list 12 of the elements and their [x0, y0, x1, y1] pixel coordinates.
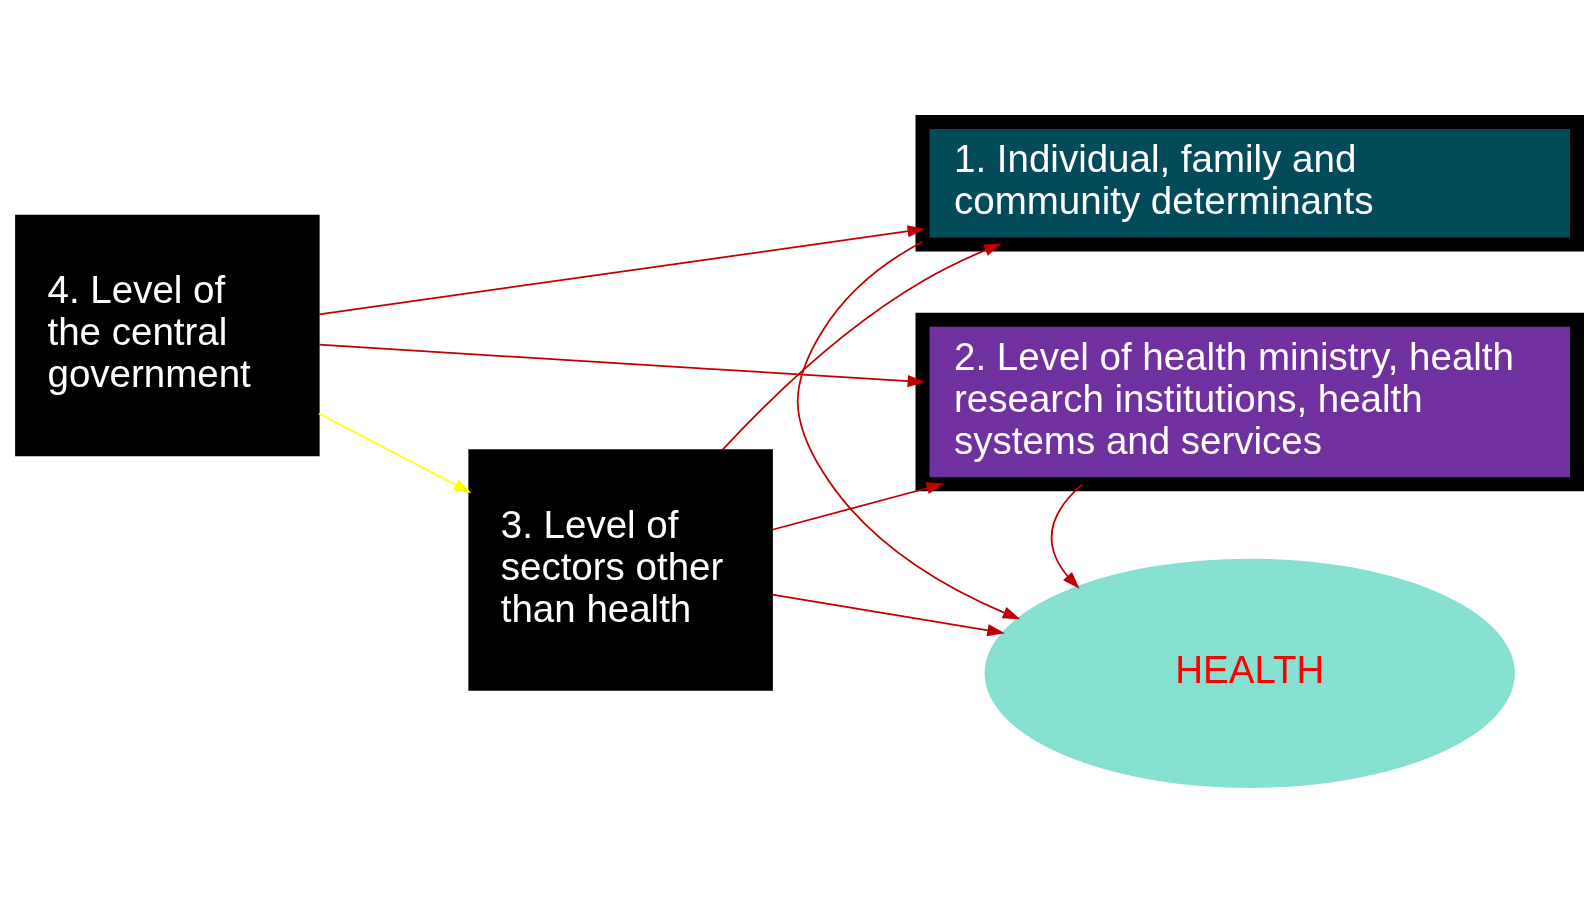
node-box: 1. Individual, family and community determinants — [915, 114, 1584, 251]
node-box: 3. Level of sectors other than health — [468, 448, 773, 691]
arrow — [796, 240, 1021, 619]
arrow — [771, 481, 945, 531]
node-box: 4. Level of the central government — [15, 214, 320, 456]
arrow — [318, 343, 926, 387]
arrow — [318, 412, 472, 493]
arrow — [1050, 482, 1084, 589]
node-box: 2. Level of health ministry, health research institutions, health systems and services — [915, 312, 1584, 491]
arrow — [721, 243, 1002, 451]
arrow — [771, 593, 1005, 636]
arrow — [318, 224, 926, 315]
